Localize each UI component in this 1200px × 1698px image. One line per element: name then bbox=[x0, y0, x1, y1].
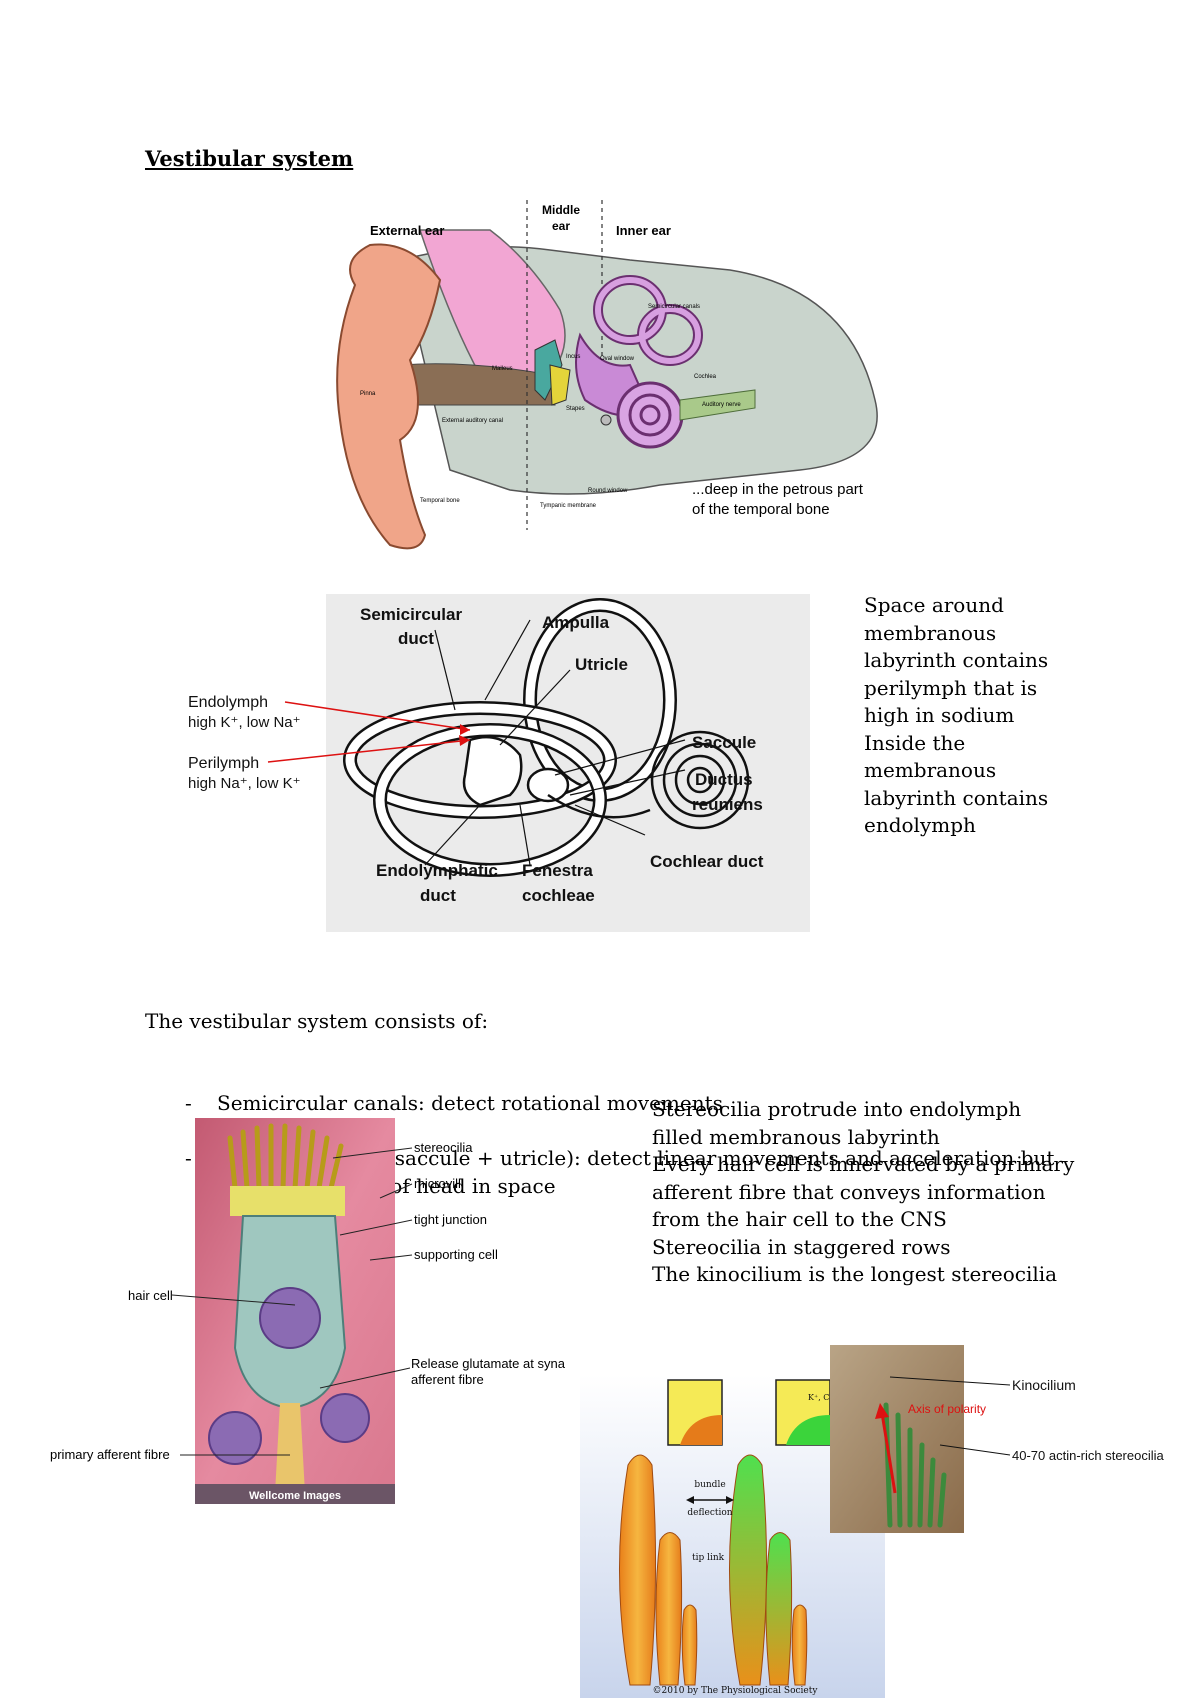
label-endolymphatic-duct-2: duct bbox=[420, 886, 456, 905]
label-middle-ear-line2: ear bbox=[552, 219, 570, 233]
ear-anatomy-figure: External ear Middle ear Inner ear Semici… bbox=[336, 200, 878, 550]
ear-caption-line1: ...deep in the petrous part bbox=[692, 481, 864, 498]
label-tympanic-membrane: Tympanic membrane bbox=[540, 503, 597, 509]
label-semicircular-duct-1: Semicircular bbox=[360, 605, 462, 624]
label-external-auditory-canal: External auditory canal bbox=[442, 418, 503, 424]
label-ductus-reuniens-2: reuniens bbox=[692, 795, 763, 814]
kinocilium-label: Kinocilium bbox=[1012, 1377, 1076, 1393]
label-auditory-nerve: Auditory nerve bbox=[702, 402, 741, 408]
label-utricle: Utricle bbox=[575, 655, 628, 674]
bundle-deflection-label-2: deflection bbox=[687, 1508, 732, 1518]
label-incus: Incus bbox=[566, 354, 580, 360]
label-temporal-bone: Temporal bone bbox=[420, 498, 460, 504]
label-release-2: afferent fibre bbox=[411, 1372, 484, 1387]
stereocilia-note: Stereocilia protrude into endolymph fill… bbox=[652, 1097, 1075, 1286]
wellcome-credit: Wellcome Images bbox=[249, 1490, 341, 1502]
label-endolymphatic-duct-1: Endolymphatic bbox=[376, 861, 498, 880]
ear-caption-line2: of the temporal bone bbox=[692, 501, 830, 518]
actin-stereocilia-label: 40-70 actin-rich stereocilia bbox=[1012, 1448, 1165, 1463]
label-primary-afferent: primary afferent fibre bbox=[50, 1447, 170, 1462]
label-semicircular-canals: Semicircular canals bbox=[648, 304, 700, 310]
label-endolymph-ions: high K⁺, low Na⁺ bbox=[188, 714, 301, 731]
axis-of-polarity-label: Axis of polarity bbox=[908, 1402, 986, 1416]
label-cochlear-duct: Cochlear duct bbox=[650, 852, 764, 871]
ions-label: K⁺, Ca²⁺ bbox=[808, 1393, 842, 1402]
label-oval-window: Oval window bbox=[600, 356, 635, 362]
label-perilymph-ions: high Na⁺, low K⁺ bbox=[188, 775, 301, 792]
label-hair-cell: hair cell bbox=[128, 1288, 173, 1303]
page-title: Vestibular system bbox=[145, 146, 354, 171]
haircell-figure: Wellcome Images stereocilia microvilli t… bbox=[40, 1110, 580, 1510]
label-ampulla: Ampulla bbox=[542, 613, 610, 632]
physiological-society-credit: ©2010 by The Physiological Society bbox=[653, 1686, 819, 1696]
label-endolymph: Endolymph bbox=[188, 694, 268, 711]
label-supporting-cell: supporting cell bbox=[414, 1247, 498, 1262]
tip-link-label: tip link bbox=[692, 1553, 725, 1563]
label-release-1: Release glutamate at syna bbox=[411, 1356, 565, 1371]
label-stereocilia: stereocilia bbox=[414, 1140, 473, 1155]
label-cochlea: Cochlea bbox=[694, 374, 717, 380]
label-stapes: Stapes bbox=[566, 406, 585, 412]
label-round-window: Round window bbox=[588, 488, 628, 494]
label-malleus: Malleus bbox=[492, 366, 513, 372]
label-perilymph: Perilymph bbox=[188, 755, 259, 772]
label-microvilli: microvilli bbox=[414, 1176, 464, 1191]
label-inner-ear: Inner ear bbox=[616, 223, 671, 238]
bundle-deflection-label-1: bundle bbox=[694, 1480, 725, 1490]
labyrinth-figure: Semicircular duct Ampulla Utricle Saccul… bbox=[188, 594, 810, 932]
label-pinna: Pinna bbox=[360, 391, 376, 397]
stereocilia-micrograph: Axis of polarity Kinocilium 40-70 actin-… bbox=[830, 1345, 1165, 1533]
label-external-ear: External ear bbox=[370, 223, 444, 238]
haircell-illustration: Wellcome Images bbox=[195, 1118, 395, 1504]
label-middle-ear-line1: Middle bbox=[542, 203, 580, 217]
consists-intro: The vestibular system consists of: bbox=[145, 1008, 489, 1033]
label-ductus-reuniens-1: Ductus bbox=[695, 770, 753, 789]
label-semicircular-duct-2: duct bbox=[398, 629, 434, 648]
list-item: Semicircular canals: detect rotational m… bbox=[145, 1090, 1065, 1118]
label-saccule: Saccule bbox=[692, 733, 756, 752]
label-fenestra-cochleae-1: Fenestra bbox=[522, 861, 593, 880]
label-tight-junction: tight junction bbox=[414, 1212, 487, 1227]
haircell-leaders bbox=[171, 1147, 413, 1456]
label-fenestra-cochleae-2: cochleae bbox=[522, 886, 595, 905]
labyrinth-note: Space around membranous labyrinth contai… bbox=[864, 593, 1049, 837]
